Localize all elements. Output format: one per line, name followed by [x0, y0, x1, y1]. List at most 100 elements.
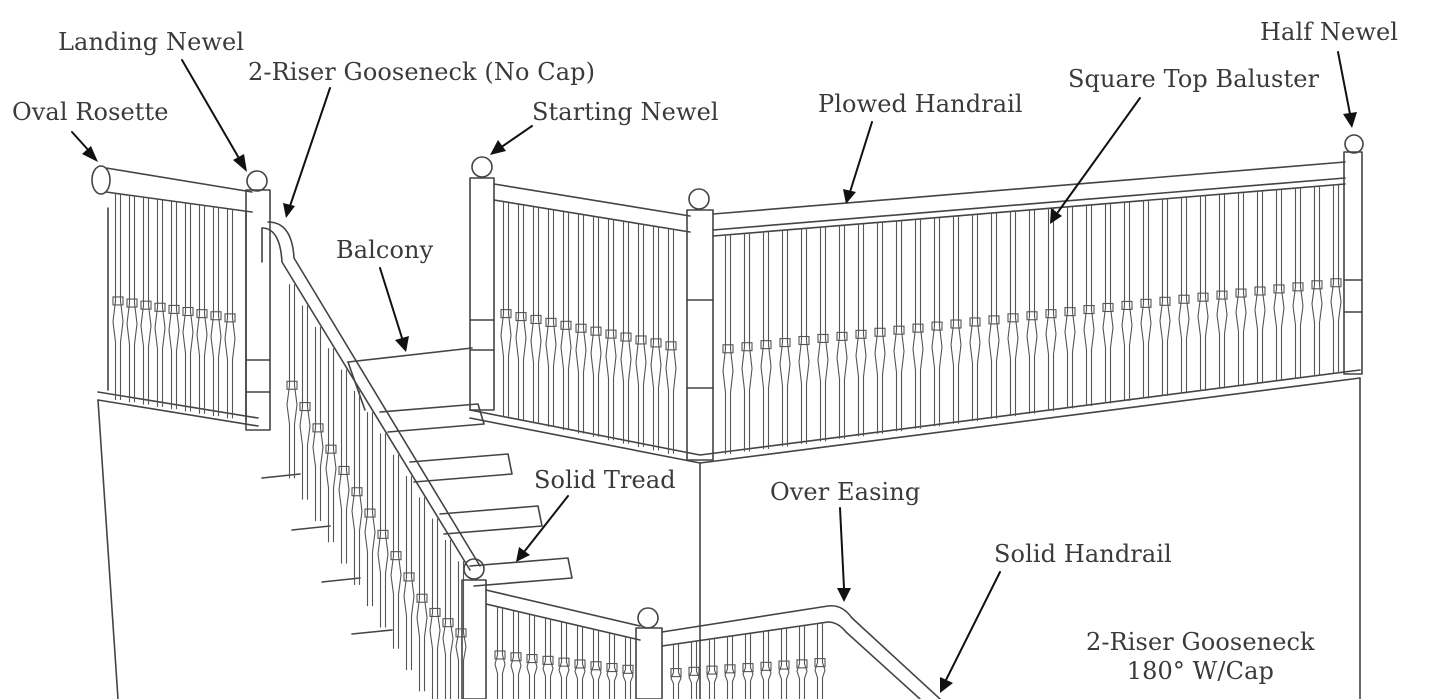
baluster: [688, 641, 700, 699]
baluster: [1007, 211, 1019, 417]
baluster: [364, 412, 376, 607]
label-solid-handrail: Solid Handrail: [994, 540, 1172, 568]
baluster: [855, 223, 867, 437]
balcony-landing: [347, 347, 473, 411]
baluster: [622, 637, 634, 699]
baluster: [635, 224, 647, 447]
arrow-solid-tread: [516, 495, 569, 562]
label-plowed-handrail: Plowed Handrail: [818, 90, 1023, 118]
baluster: [299, 305, 311, 500]
baluster: [760, 630, 772, 699]
baluster: [168, 201, 180, 410]
baluster: [312, 326, 324, 521]
baluster: [1026, 209, 1038, 414]
baluster: [836, 225, 848, 439]
balusters: [112, 184, 1342, 699]
baluster: [590, 629, 602, 699]
baluster: [442, 539, 454, 699]
baluster: [760, 231, 772, 449]
arrow-starting-newel: [490, 125, 533, 155]
baluster: [515, 204, 527, 421]
baluster: [931, 217, 943, 427]
baluster: [351, 390, 363, 585]
baluster: [969, 214, 981, 422]
corner-newel: [686, 188, 714, 461]
baluster: [1159, 198, 1171, 396]
baluster: [1140, 200, 1152, 399]
baluster: [325, 348, 337, 543]
baluster: [455, 561, 467, 699]
baluster: [1064, 206, 1076, 409]
floor-slab: [97, 369, 1361, 699]
baluster: [530, 206, 542, 424]
baluster: [1121, 201, 1133, 401]
baluster: [1254, 190, 1266, 384]
baluster: [1235, 192, 1247, 386]
baluster: [560, 211, 572, 431]
baluster: [817, 226, 829, 442]
baluster: [590, 216, 602, 437]
stair-handrail: [261, 221, 481, 571]
baluster: [741, 233, 753, 452]
baluster: [912, 219, 924, 429]
label-starting-newel: Starting Newel: [532, 98, 719, 126]
label-2-riser-gooseneck-180-w-cap: 2-Riser Gooseneck 180° W/Cap: [1086, 628, 1315, 686]
arrow-half-newel: [1337, 51, 1357, 128]
baluster: [814, 623, 826, 699]
baluster: [1330, 184, 1342, 374]
baluster: [494, 607, 506, 699]
baluster: [798, 228, 810, 444]
baluster: [429, 518, 441, 699]
lower-middle-newel: [635, 607, 663, 699]
baluster: [742, 633, 754, 699]
arrow-solid-handrail: [940, 571, 1001, 693]
baluster: [575, 214, 587, 434]
baluster: [140, 197, 152, 405]
baluster: [779, 230, 791, 447]
baluster: [620, 221, 632, 444]
baluster: [1102, 203, 1114, 404]
baluster: [1273, 189, 1285, 381]
label-balcony: Balcony: [336, 236, 434, 264]
baluster: [665, 228, 677, 454]
label-oval-rosette: Oval Rosette: [12, 98, 169, 126]
baluster: [1216, 194, 1228, 389]
baluster: [154, 199, 166, 407]
baluster: [1311, 186, 1323, 376]
baluster: [1178, 197, 1190, 394]
baluster: [1292, 187, 1304, 379]
baluster: [196, 205, 208, 414]
label-over-easing: Over Easing: [770, 478, 921, 506]
arrow-landing-newel: [181, 59, 247, 172]
baluster: [558, 622, 570, 699]
arrow-over-easing: [837, 507, 851, 602]
arrow-plowed-handrail: [843, 121, 873, 204]
baluster: [650, 226, 662, 451]
baluster: [988, 212, 1000, 419]
label-2-riser-gooseneck-no-cap: 2-Riser Gooseneck (No Cap): [248, 58, 596, 86]
baluster: [416, 497, 428, 692]
arrow-oval-rosette: [71, 131, 98, 162]
baluster: [722, 234, 734, 455]
baluster: [1045, 208, 1057, 412]
baluster: [950, 216, 962, 424]
label-square-top-baluster: Square Top Baluster: [1068, 65, 1320, 93]
baluster: [526, 614, 538, 699]
baluster: [545, 209, 557, 427]
baluster: [724, 636, 736, 699]
baluster: [126, 195, 138, 403]
baluster: [390, 454, 402, 649]
baluster: [1197, 195, 1209, 391]
baluster: [112, 193, 124, 400]
baluster: [778, 628, 790, 699]
baluster: [874, 222, 886, 434]
solid-handrail-rail: [661, 604, 941, 699]
baluster: [224, 208, 236, 419]
baluster: [500, 201, 512, 417]
baluster: [796, 625, 808, 699]
baluster: [706, 638, 718, 699]
baluster: [338, 369, 350, 564]
baluster: [286, 284, 298, 479]
baluster: [542, 618, 554, 699]
